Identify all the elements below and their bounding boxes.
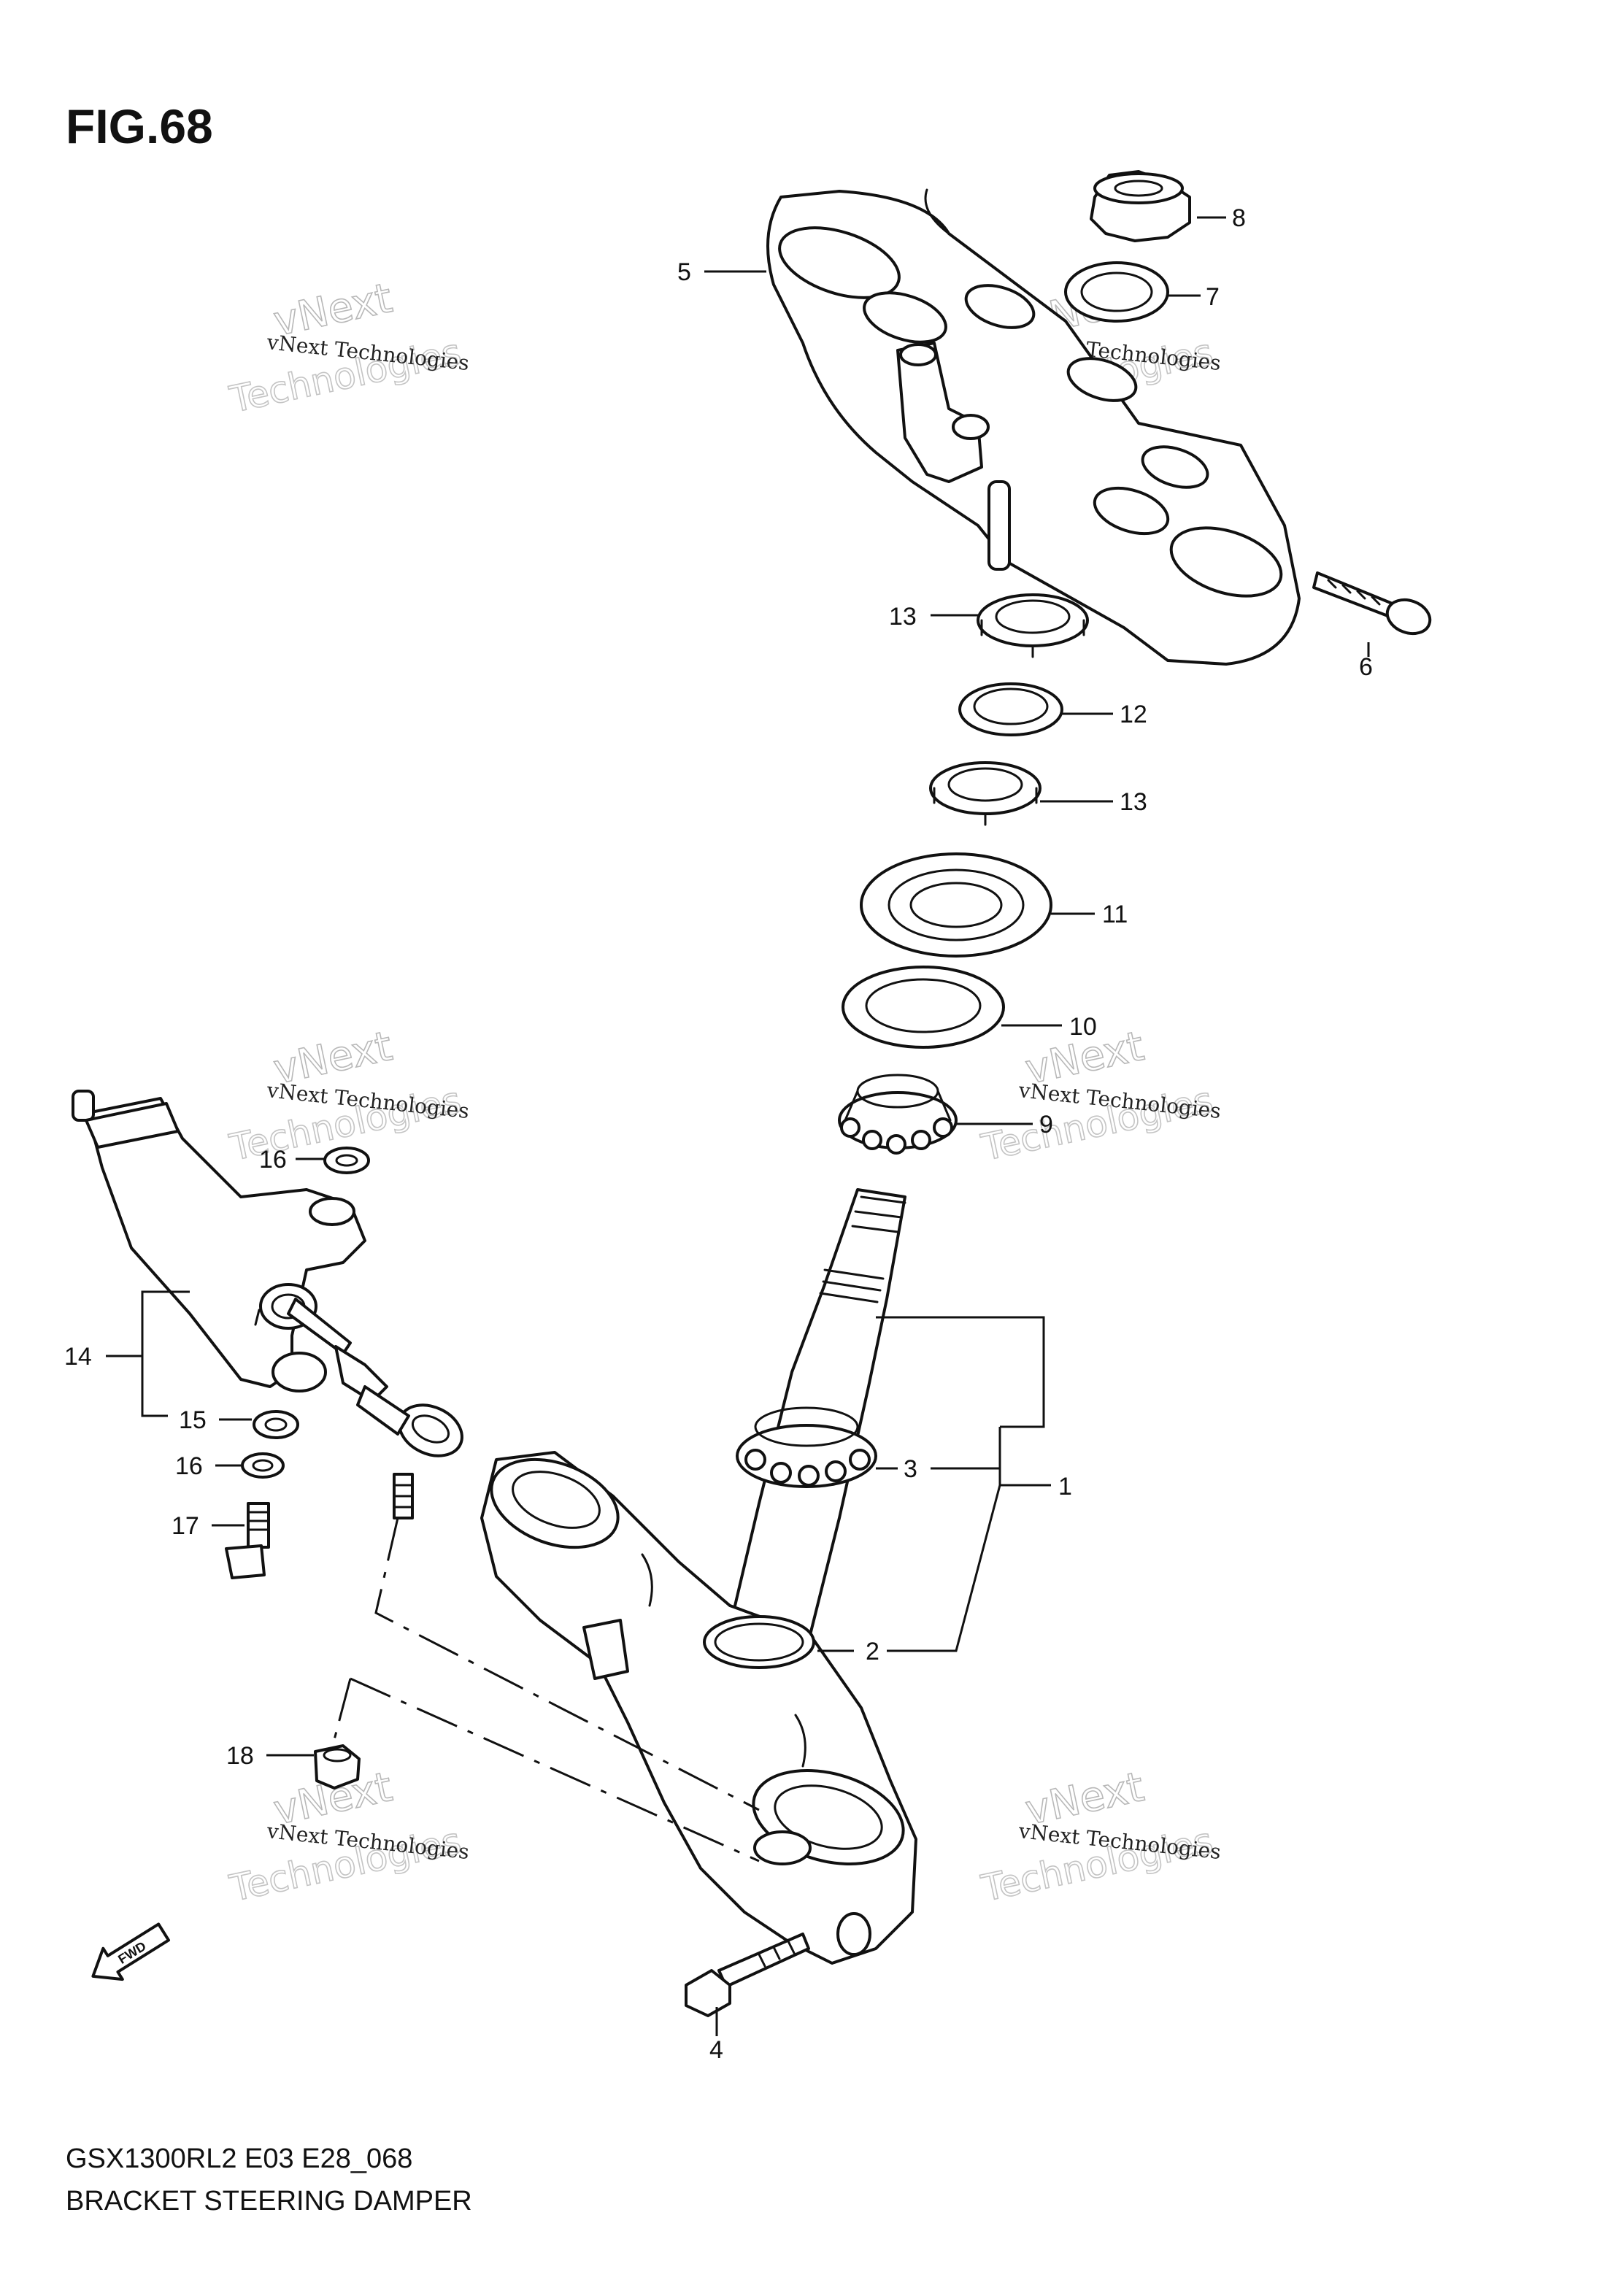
callout-6: 6: [1359, 653, 1373, 681]
steering-stem-lower-bracket: [480, 1188, 917, 1965]
washer-16-upper: [323, 1147, 370, 1174]
callout-2: 2: [866, 1638, 879, 1665]
lock-washer-12: [958, 682, 1063, 736]
steering-damper: [72, 1090, 463, 1519]
callout-18: 18: [226, 1742, 254, 1770]
diagram-caption: BRACKET STEERING DAMPER: [66, 2186, 472, 2216]
bolt-4: [685, 1933, 810, 2017]
washer-16-lower: [241, 1452, 285, 1479]
upper-steering-bracket: [766, 188, 1301, 666]
lock-nut-upper: [977, 593, 1089, 658]
bolt-6: [1312, 571, 1432, 636]
assembly-line-lower: [331, 1677, 760, 1862]
lock-nut-lower: [929, 761, 1041, 826]
model-code: GSX1300RL2 E03 E28_068: [66, 2143, 412, 2174]
callout-3: 3: [904, 1455, 917, 1483]
watermark-group-6: vNext Technologies vNext Technologies: [977, 1763, 1223, 1910]
leader-lines: [106, 216, 1370, 2036]
watermark-group-1: vNext Technologies vNext Technologies: [226, 274, 471, 421]
watermark-group-5: vNext Technologies vNext Technologies: [226, 1763, 471, 1910]
callout-13-upper: 13: [889, 603, 917, 631]
washer-7: [1064, 261, 1169, 323]
callout-16-upper: 16: [259, 1146, 287, 1174]
callout-13-lower: 13: [1120, 788, 1147, 816]
callout-9: 9: [1039, 1111, 1053, 1139]
callout-5: 5: [677, 258, 691, 286]
race-10: [842, 966, 1005, 1049]
callout-14: 14: [64, 1343, 92, 1371]
callout-16-lower: 16: [175, 1452, 203, 1480]
assembly-line-upper: [374, 1517, 760, 1811]
callout-17: 17: [172, 1512, 199, 1540]
callout-15: 15: [179, 1406, 207, 1434]
figure-title: FIG.68: [66, 99, 213, 153]
callout-10: 10: [1069, 1013, 1097, 1041]
steering-stem-nut: [1090, 170, 1191, 242]
callout-7: 7: [1206, 283, 1220, 311]
callout-12: 12: [1120, 701, 1147, 728]
callout-4: 4: [709, 2036, 723, 2064]
fwd-arrow-icon: FWD: [91, 1922, 170, 1981]
bolt-17: [225, 1502, 270, 1579]
nut-18: [314, 1744, 361, 1790]
callout-1: 1: [1058, 1473, 1072, 1501]
callout-11: 11: [1102, 901, 1128, 928]
dust-seal-11: [860, 852, 1052, 958]
callout-8: 8: [1232, 204, 1246, 232]
bearing-9: [838, 1074, 958, 1155]
watermark-group-4: vNext Technologies vNext Technologies: [977, 1022, 1223, 1169]
spacer-15: [253, 1410, 299, 1439]
